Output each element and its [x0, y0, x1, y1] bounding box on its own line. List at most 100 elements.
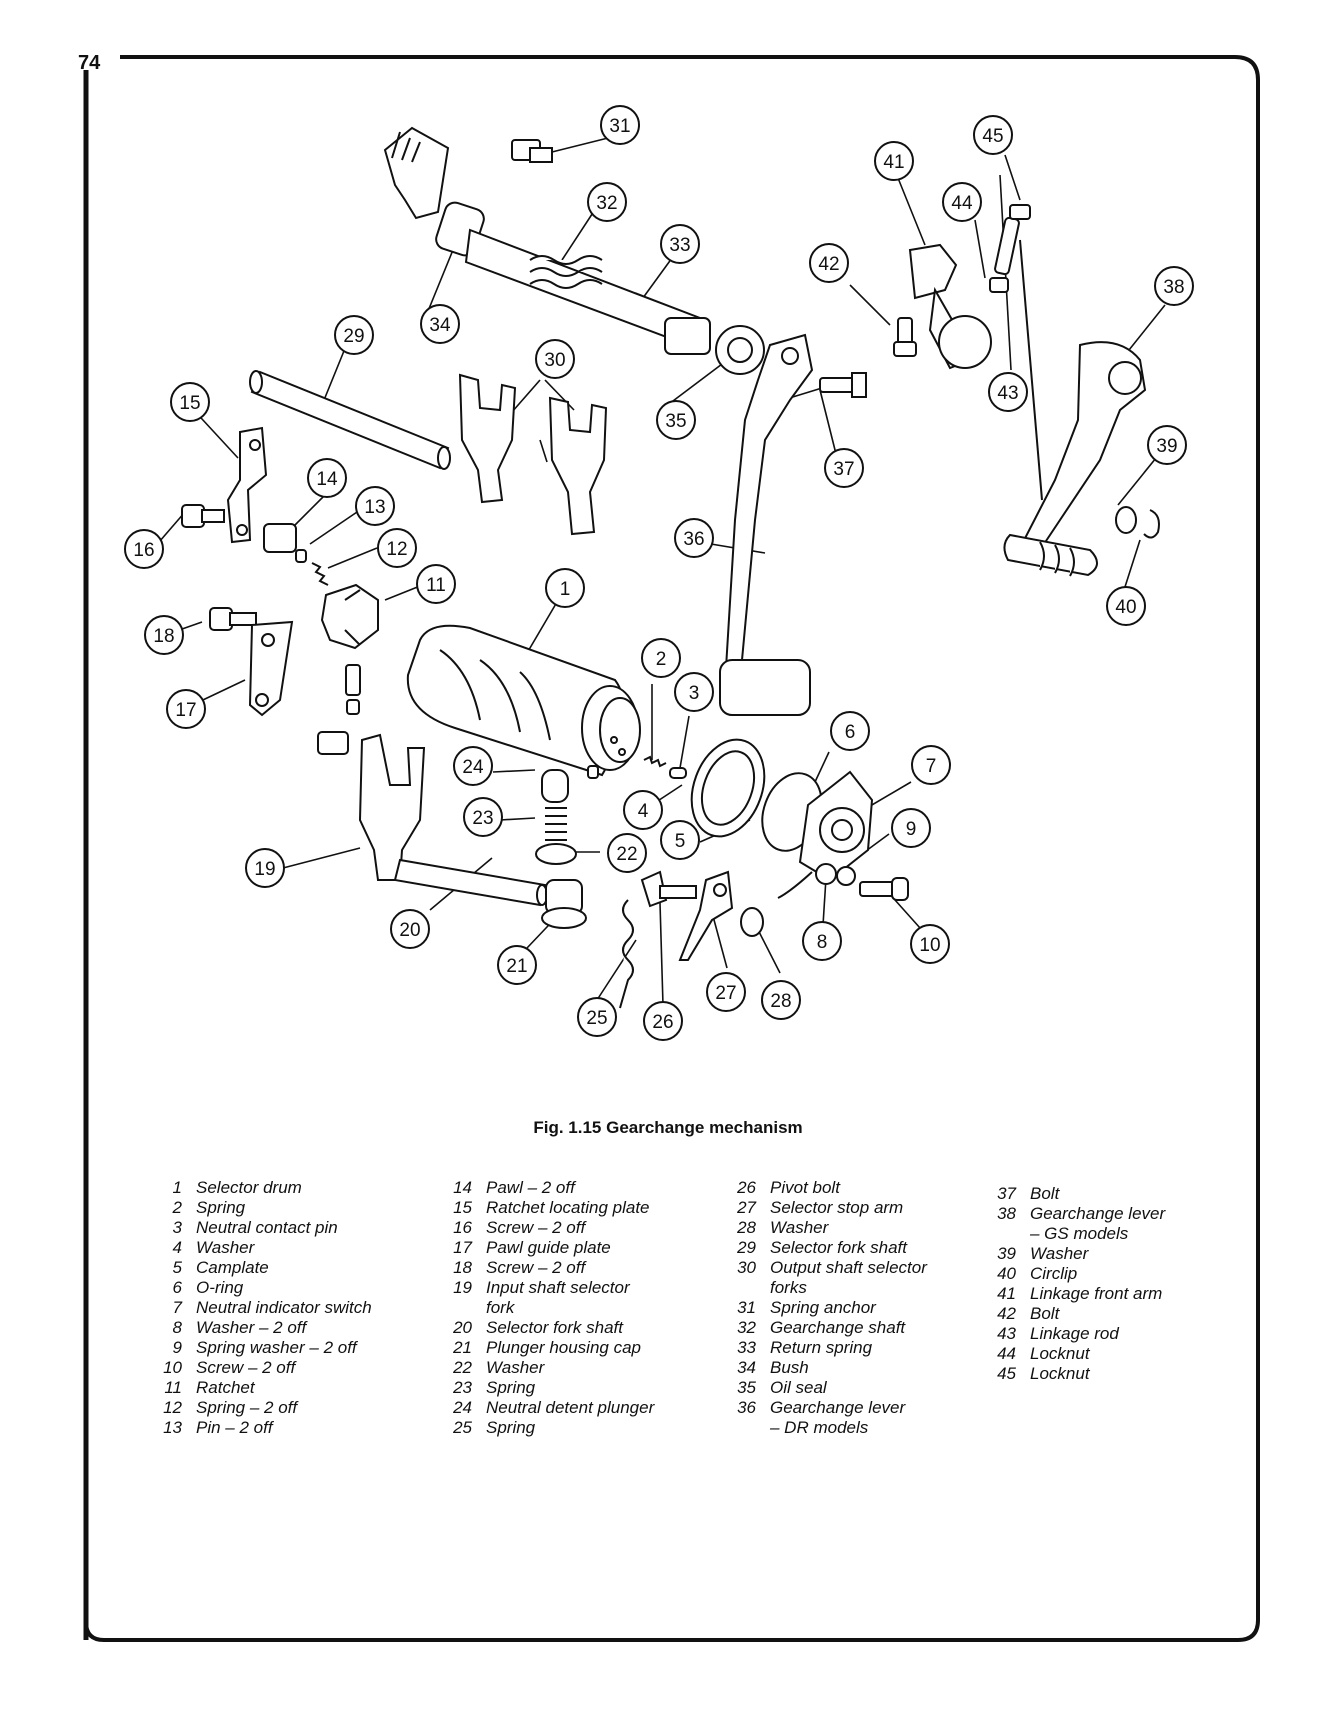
callout-42: 42 — [809, 243, 849, 283]
legend-number: 22 — [453, 1358, 472, 1377]
legend-text: Screw – 2 off — [196, 1358, 296, 1377]
legend-number: 15 — [453, 1198, 472, 1217]
callout-label: 40 — [1115, 597, 1136, 618]
callout-label: 36 — [683, 529, 704, 550]
legend-number: 10 — [163, 1358, 182, 1377]
legend-text: Spring — [486, 1418, 536, 1437]
callout-33: 33 — [660, 224, 700, 264]
part-oil-seal — [715, 325, 765, 375]
page-number: 74 — [78, 52, 101, 74]
legend-text: Pawl – 2 off — [486, 1178, 575, 1197]
legend-text: Ratchet — [196, 1378, 255, 1397]
callout-label: 5 — [675, 831, 686, 852]
page-frame — [83, 55, 1260, 1642]
callout-45: 45 — [973, 115, 1013, 155]
legend-number: 24 — [453, 1398, 472, 1417]
legend-number: 43 — [997, 1324, 1016, 1343]
legend-text: Pivot bolt — [770, 1178, 840, 1197]
callout-44: 44 — [942, 182, 982, 222]
part-gearchange-shaft — [383, 126, 711, 355]
legend-number: 29 — [737, 1238, 756, 1257]
legend-text: Spring anchor — [770, 1298, 876, 1317]
legend-item: 0– GS models — [982, 1224, 1165, 1244]
callout-label: 37 — [833, 459, 854, 480]
callout-label: 41 — [883, 152, 904, 173]
legend-text: Selector fork shaft — [486, 1318, 624, 1337]
callout-41: 41 — [874, 141, 914, 181]
callout-39: 39 — [1147, 425, 1187, 465]
callout-5: 5 — [660, 820, 700, 860]
callout-label: 34 — [429, 315, 451, 336]
callout-20: 20 — [390, 909, 430, 949]
legend-text: Ratchet locating plate — [486, 1198, 650, 1217]
callout-label: 38 — [1163, 277, 1184, 298]
legend-text: Pawl guide plate — [486, 1238, 611, 1257]
legend-item: 10 Screw – 2 off — [148, 1358, 372, 1378]
figure-caption: Fig. 1.15 Gearchange mechanism — [533, 1118, 803, 1137]
legend-text: Bolt — [1030, 1184, 1060, 1203]
legend-text: Gearchange lever — [1030, 1204, 1166, 1223]
legend-text: – DR models — [770, 1418, 869, 1437]
legend-text: Selector drum — [196, 1178, 302, 1197]
callout-16: 16 — [124, 529, 164, 569]
part-pawl — [263, 523, 297, 553]
callout-18: 18 — [144, 615, 184, 655]
callout-circles: 1234567891011121314151617181920212223242… — [124, 105, 1194, 1041]
callout-21: 21 — [497, 945, 537, 985]
legend-number: 6 — [172, 1278, 182, 1297]
legend-number: 41 — [997, 1284, 1016, 1303]
callout-label: 4 — [638, 801, 649, 822]
callout-label: 2 — [656, 649, 667, 670]
callout-label: 15 — [179, 393, 200, 414]
legend-text: Spring — [486, 1378, 536, 1397]
callout-10: 10 — [910, 924, 950, 964]
legend-text: Return spring — [770, 1338, 873, 1357]
callout-label: 7 — [926, 756, 937, 777]
legend-text: Pin – 2 off — [196, 1418, 273, 1437]
legend-number: 30 — [737, 1258, 756, 1277]
callout-24: 24 — [453, 746, 493, 786]
legend-number: 9 — [172, 1338, 182, 1357]
legend-text: Screw – 2 off — [486, 1218, 586, 1237]
part-washers-screw — [815, 863, 909, 901]
callout-3: 3 — [674, 672, 714, 712]
legend-number: 39 — [997, 1244, 1016, 1263]
callout-label: 10 — [919, 935, 940, 956]
callout-17: 17 — [166, 689, 206, 729]
legend-number: 27 — [737, 1198, 756, 1217]
callout-1: 1 — [545, 568, 585, 608]
legend-text: Spring washer – 2 off — [196, 1338, 357, 1357]
callout-label: 44 — [951, 193, 973, 214]
part-plunger-assembly — [535, 769, 587, 929]
legend-number: 38 — [997, 1204, 1016, 1223]
callout-7: 7 — [911, 745, 951, 785]
part-spring-anchor — [511, 139, 553, 163]
legend-text: O-ring — [196, 1278, 244, 1297]
part-selector-drum — [406, 624, 641, 777]
legend-text: forks — [770, 1278, 807, 1297]
callout-label: 9 — [906, 819, 917, 840]
callout-label: 39 — [1156, 436, 1177, 457]
legend-text: Locknut — [1030, 1364, 1090, 1383]
legend-text: Input shaft selector — [486, 1278, 630, 1297]
legend-text: Screw – 2 off — [486, 1258, 586, 1277]
part-pawl-lower — [317, 731, 599, 779]
callout-29: 29 — [334, 315, 374, 355]
